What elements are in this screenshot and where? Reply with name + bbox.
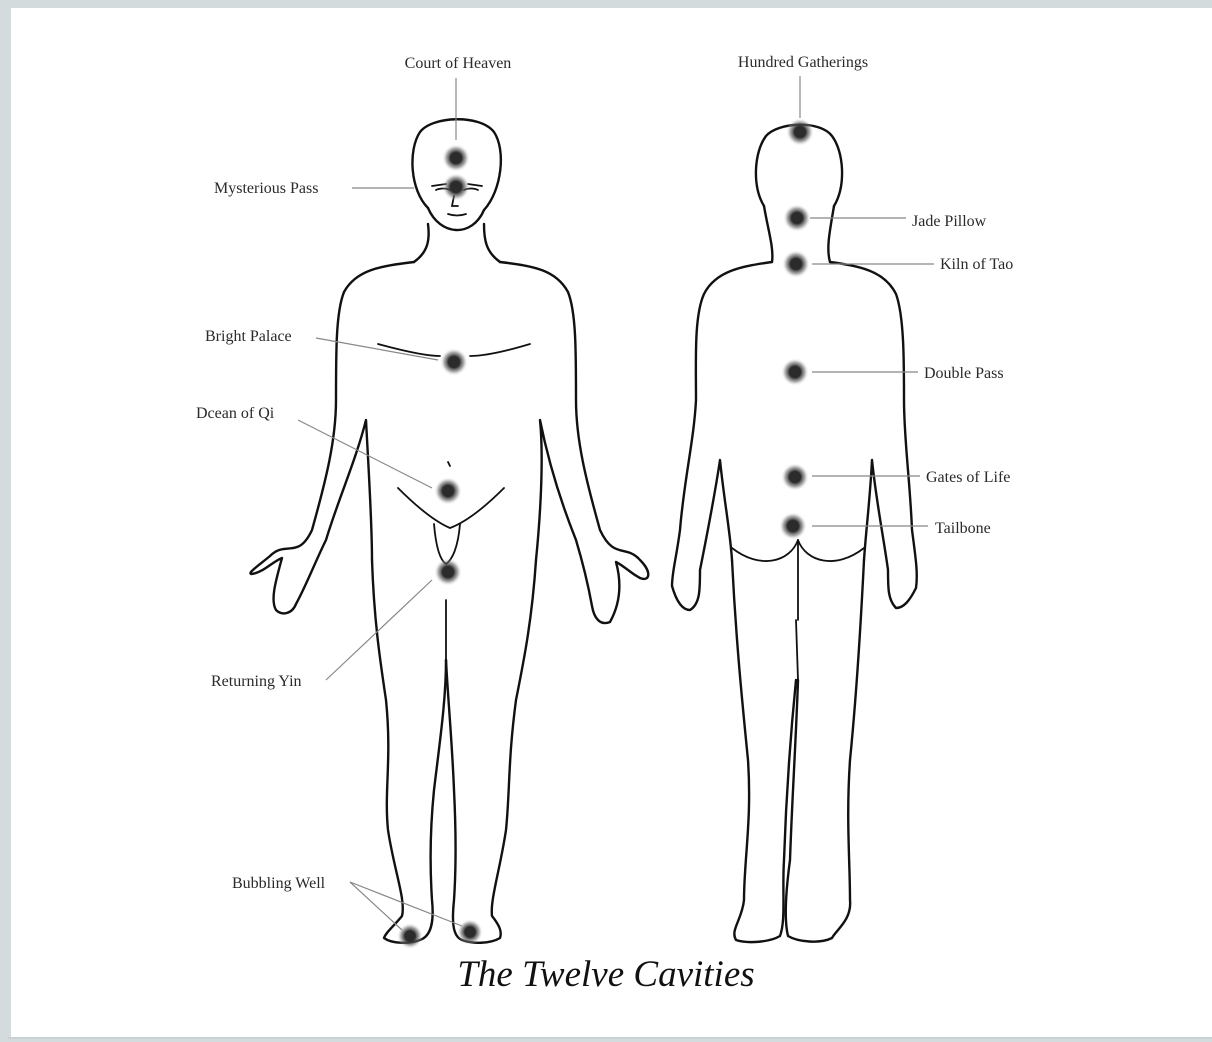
label-kiln-of-tao: Kiln of Tao <box>940 256 1013 273</box>
front-figure <box>250 119 648 943</box>
dot-court-of-heaven <box>442 144 470 172</box>
label-tailbone: Tailbone <box>935 520 991 537</box>
dot-hundred-gatherings <box>786 118 814 146</box>
label-hundred-gatherings: Hundred Gatherings <box>738 54 868 71</box>
dot-mysterious-pass <box>442 173 470 201</box>
label-court-of-heaven: Court of Heaven <box>405 55 512 72</box>
dot-bubbling-well-right <box>457 919 483 945</box>
dot-returning-yin <box>434 558 462 586</box>
dot-bright-palace <box>440 348 468 376</box>
dot-bubbling-well-left <box>397 923 423 949</box>
label-bubbling-well: Bubbling Well <box>232 875 326 892</box>
dot-tailbone <box>779 512 807 540</box>
cavity-labels: Court of Heaven Mysterious Pass Bright P… <box>196 54 1013 892</box>
label-jade-pillow: Jade Pillow <box>912 213 987 230</box>
label-bright-palace: Bright Palace <box>205 328 292 345</box>
dot-double-pass <box>781 358 809 386</box>
label-double-pass: Double Pass <box>924 365 1004 382</box>
divider <box>8 1037 1212 1039</box>
dot-ocean-of-qi <box>434 477 462 505</box>
leader-lines <box>298 76 934 930</box>
label-returning-yin: Returning Yin <box>211 673 302 690</box>
label-gates-of-life: Gates of Life <box>926 469 1010 486</box>
label-mysterious-pass: Mysterious Pass <box>214 180 318 197</box>
dot-jade-pillow <box>783 204 811 232</box>
figure-caption: The Twelve Cavities <box>0 953 1212 996</box>
dot-kiln-of-tao <box>782 250 810 278</box>
dot-gates-of-life <box>781 463 809 491</box>
label-ocean-of-qi: Dcean of Qi <box>196 405 275 422</box>
